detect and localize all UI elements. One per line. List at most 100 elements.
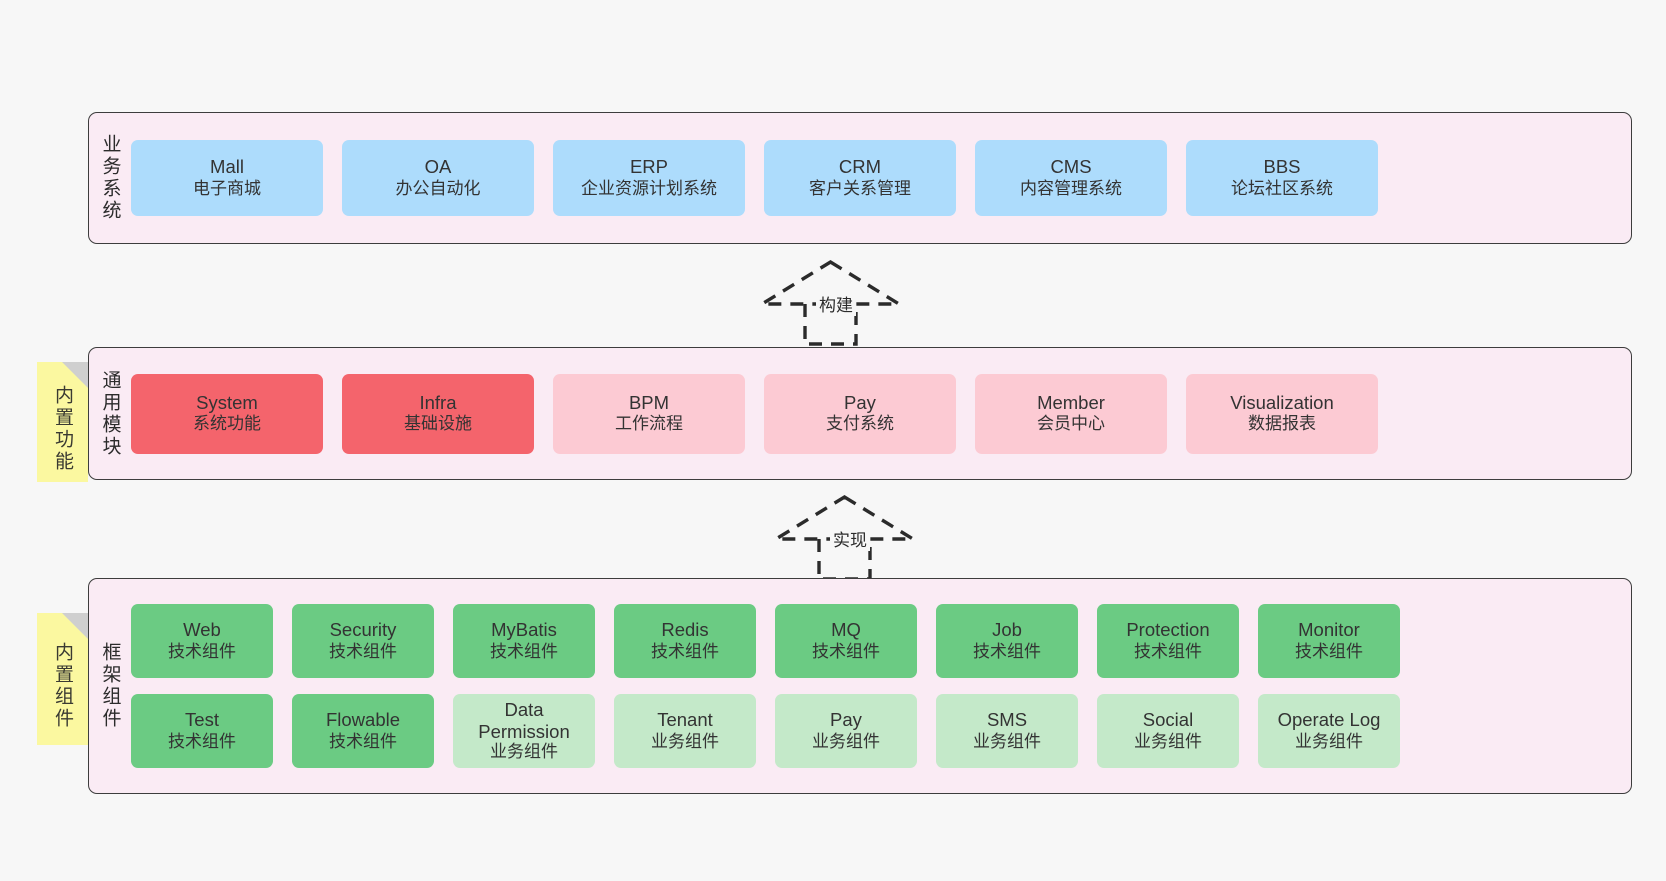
card-title: BBS [1263, 156, 1301, 178]
implement-stem [817, 539, 872, 581]
card-subtitle: 业务组件 [490, 742, 558, 762]
card-title: Monitor [1298, 619, 1360, 641]
card-subtitle: 论坛社区系统 [1231, 178, 1333, 198]
connector-implement: 实现 [769, 493, 920, 583]
card-title: BPM [628, 391, 670, 413]
card-title: CRM [838, 156, 882, 178]
card-subtitle: 支付系统 [826, 414, 894, 434]
section-title-business: 业务系统 [99, 134, 121, 222]
card-title: Mall [210, 156, 244, 178]
card-subtitle: 业务组件 [1295, 731, 1363, 751]
card-subtitle: 客户关系管理 [809, 178, 911, 198]
card-title: Operate Log [1277, 709, 1381, 731]
card-subtitle: 技术组件 [973, 641, 1041, 661]
note-builtin-features: 内置功能 [37, 362, 88, 482]
card-title: MyBatis [491, 619, 557, 641]
note-fold-corner-icon [62, 362, 88, 388]
card-title: Social [1142, 709, 1194, 731]
card-title: Flowable [325, 709, 401, 731]
card-subtitle: 企业资源计划系统 [581, 178, 717, 198]
note-builtin-features-label: 内置功能 [52, 385, 73, 473]
note-builtin-components-label: 内置组件 [52, 642, 73, 730]
card-title: Job [992, 619, 1022, 641]
connector-build-label: 构建 [816, 291, 856, 316]
card-title: Member [1037, 391, 1105, 413]
card-subtitle: 会员中心 [1037, 414, 1105, 434]
card-title: Infra [419, 391, 457, 413]
card-subtitle: 技术组件 [329, 641, 397, 661]
card-subtitle: 技术组件 [329, 731, 397, 751]
card-subtitle: 业务组件 [973, 731, 1041, 751]
card-title: ERP [629, 156, 669, 178]
card-subtitle: 办公自动化 [395, 178, 481, 198]
card-subtitle: 技术组件 [490, 641, 558, 661]
card-title: Web [183, 619, 221, 641]
card-subtitle: 技术组件 [168, 731, 236, 751]
card-title: Pay [830, 709, 862, 731]
card-title: OA [424, 156, 452, 178]
card-title: CMS [1050, 156, 1092, 178]
card-subtitle: 技术组件 [168, 641, 236, 661]
card-title: MQ [831, 619, 861, 641]
card-title: System [196, 391, 258, 413]
card-subtitle: 技术组件 [651, 641, 719, 661]
card-title: Security [329, 619, 397, 641]
card-title: SMS [986, 709, 1028, 731]
card-subtitle: 内容管理系统 [1020, 178, 1122, 198]
card-subtitle: 电子商城 [193, 178, 261, 198]
build-stem [803, 304, 858, 346]
card-title: Test [185, 709, 219, 731]
connector-implement-label: 实现 [830, 526, 870, 551]
card-title: Visualization [1230, 391, 1334, 413]
note-builtin-components: 内置组件 [37, 613, 88, 745]
connector-build: 构建 [755, 258, 906, 348]
card-subtitle: 工作流程 [615, 414, 683, 434]
section-title-common: 通用模块 [99, 369, 121, 458]
section-title-framework: 框架组件 [99, 642, 121, 730]
card-title: Tenant [657, 709, 713, 731]
card-subtitle: 技术组件 [1295, 641, 1363, 661]
card-title: Pay [844, 391, 876, 413]
card-subtitle: 数据报表 [1248, 414, 1316, 434]
card-subtitle: 基础设施 [404, 414, 472, 434]
card-title: Protection [1126, 619, 1210, 641]
card-subtitle: 技术组件 [812, 641, 880, 661]
note-fold-corner-icon [62, 613, 88, 639]
